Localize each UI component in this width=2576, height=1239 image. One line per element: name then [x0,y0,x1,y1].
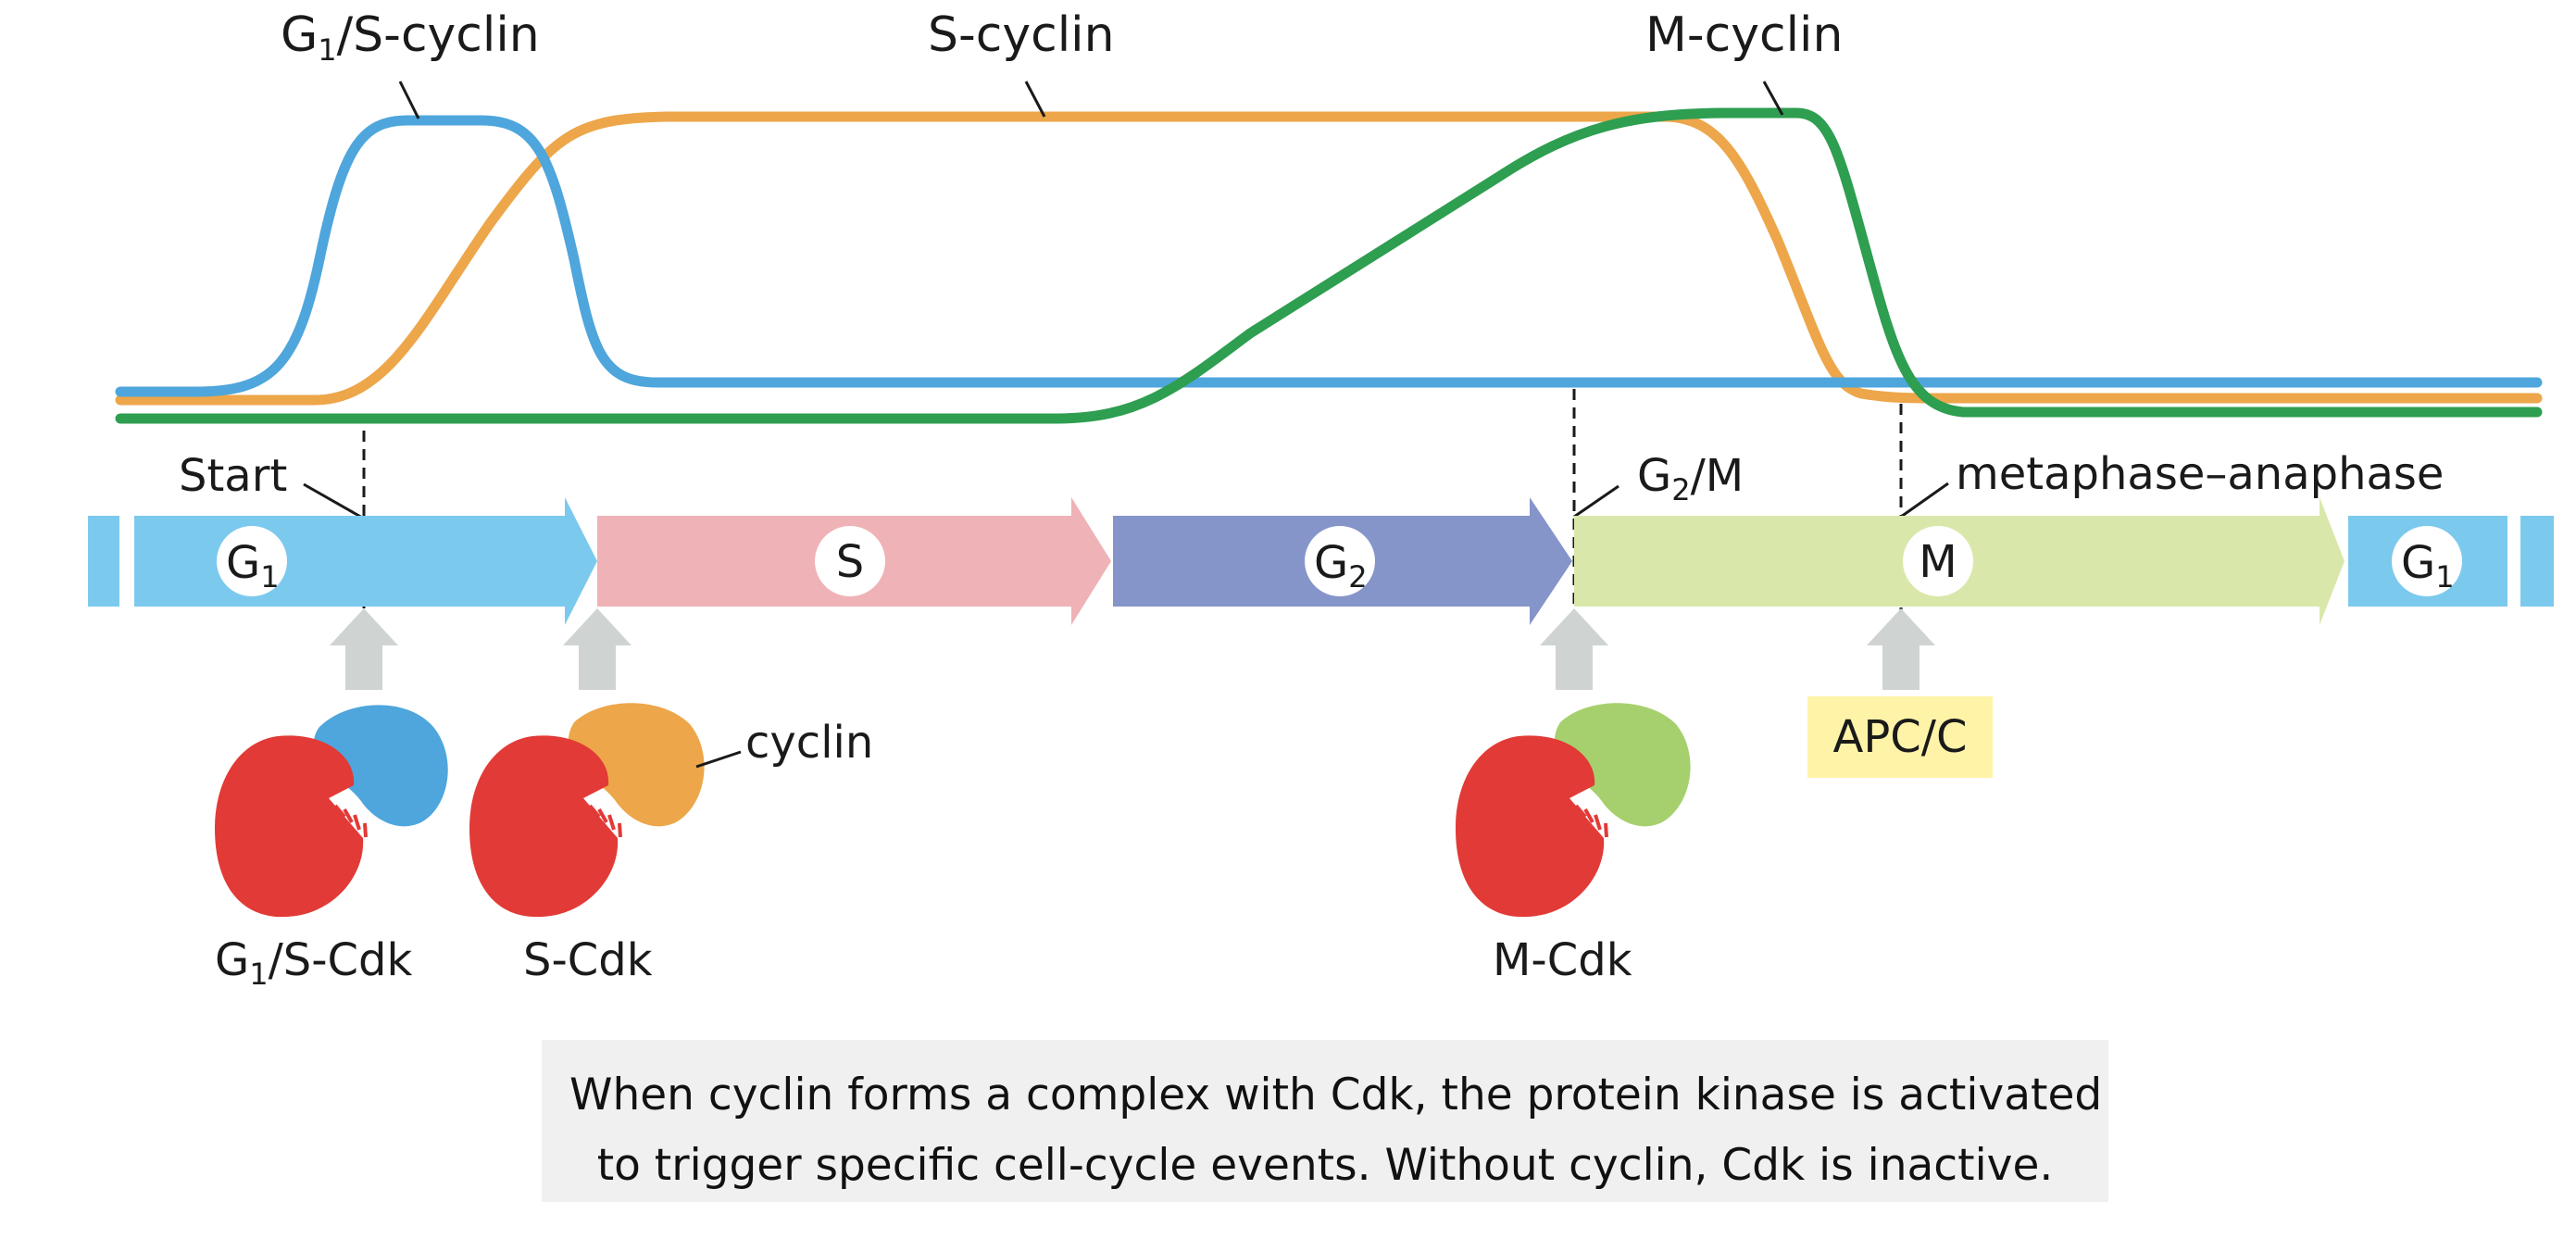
apc-c-label: APC/C [1833,711,1968,763]
g1-prev-stub [88,516,119,607]
m-cdk-label: M-Cdk [1493,934,1632,986]
g1s-cyclin-blob [313,705,448,827]
g1s-cyclin-label: G1/S-cyclin [281,7,540,68]
g1s-cdk-body [215,735,364,918]
g1s-active-site-lines [333,804,368,838]
phase-m-label: M [1919,536,1957,588]
start-leader [303,482,365,520]
g1-next-circle [2392,526,2462,596]
g2m-label: G2/M [1637,450,1744,507]
meta-ana-label: metaphase–anaphase [1956,448,2444,500]
phase-g1-next-label: G1 [2401,537,2455,594]
m-circle [1903,526,1973,596]
s-cdk-body [469,735,619,918]
m-cyclin-leader [1762,81,1784,116]
phase-g1-arrow [134,497,597,625]
g1s-cdk-complex [215,705,448,918]
m-cyclin-label: M-cyclin [1645,7,1843,63]
start-label: Start [179,450,287,502]
m-cdk-complex [1456,703,1691,918]
phase-bar: G1 S G2 M G1 [88,497,2554,625]
m-up-arrow [1540,608,1608,690]
cyclin-label: cyclin [745,717,873,769]
s-active-site-lines [588,804,622,838]
s-cyclin-blob [568,703,705,827]
s-circle [815,526,885,596]
s-cyclin-label: S-cyclin [928,7,1115,63]
caption-line-2: to trigger specific cell-cycle events. W… [596,1140,2054,1191]
g1s-up-arrow [330,608,398,690]
apc-up-arrow [1867,608,1935,690]
m-cyclin-curve [115,107,2543,424]
g2-circle [1305,526,1375,596]
g1-circle [217,526,287,596]
cyclin-label-leader [695,750,742,769]
s-up-arrow [563,608,631,690]
m-active-site-lines [1574,804,1608,838]
g2m-leader [1573,484,1619,519]
s-cyclin-leader [1024,81,1046,118]
g1s-cyclin-leader [398,81,420,119]
g1s-cyclin-curve [115,115,2543,397]
curve-leaders [398,81,1784,119]
caption-line-1: When cyclin forms a complex with Cdk, th… [569,1070,2103,1120]
apc-c-box [1807,696,1993,778]
meta-ana-leader [1900,482,1949,519]
phase-g2-label: G2 [1314,537,1368,594]
s-cdk-complex [469,703,705,918]
phase-g1-label: G1 [226,537,280,594]
caption-box: When cyclin forms a complex with Cdk, th… [542,1040,2108,1202]
activation-arrows [330,608,1935,690]
g1-next-stub [2520,516,2554,607]
cyclin-curves [115,107,2543,424]
g1s-cdk-label: G1/S-Cdk [215,934,413,992]
s-cdk-label: S-Cdk [523,934,653,986]
m-cyclin-blob [1554,703,1691,827]
phase-s-label: S [836,536,864,588]
s-cyclin-curve [115,111,2543,406]
m-cdk-body [1456,735,1605,918]
checkpoint-leaders [303,482,1949,520]
